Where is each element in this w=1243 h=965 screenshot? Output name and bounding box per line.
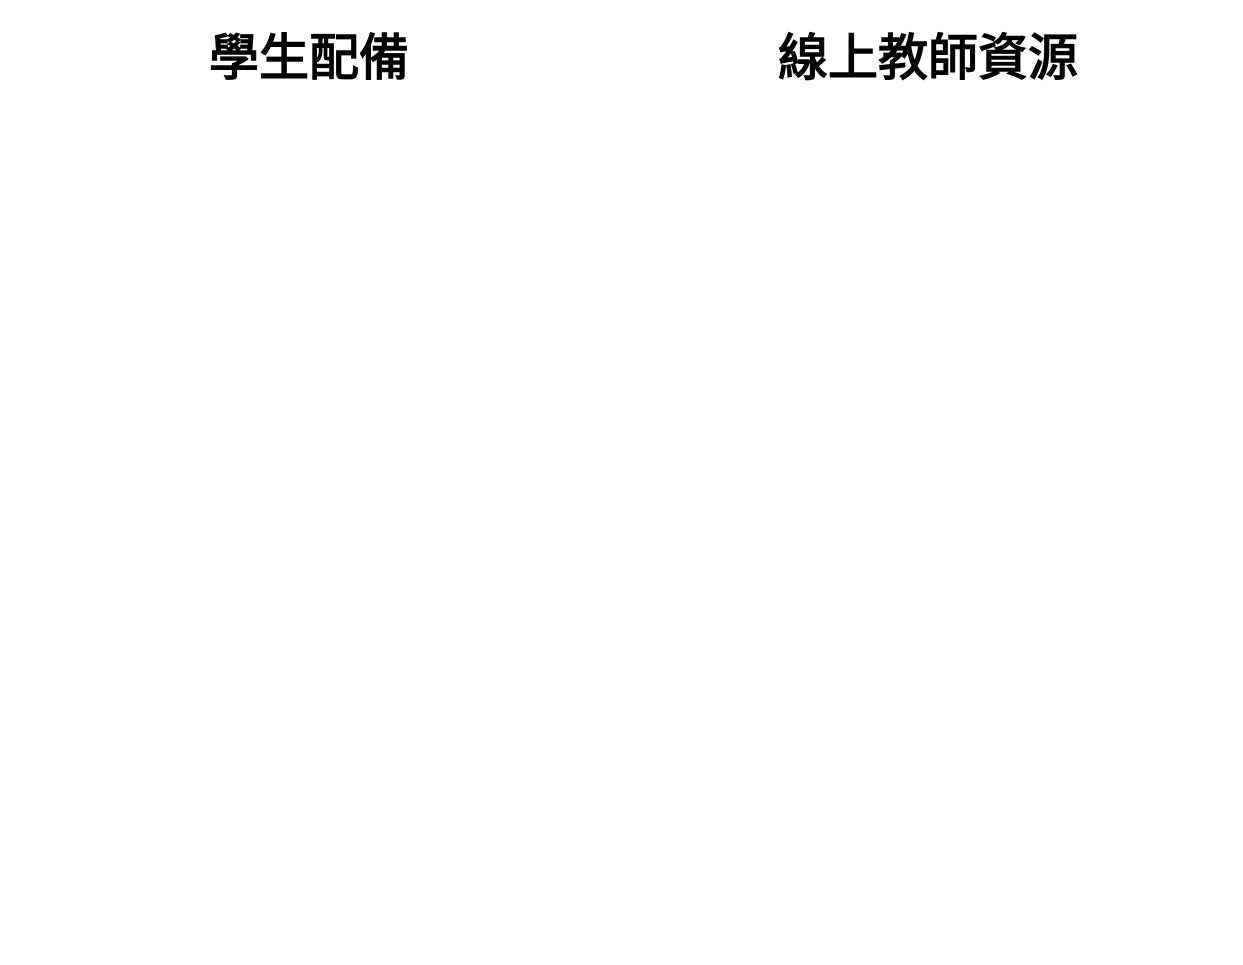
student-equipment-section: 學生配備 (0, 0, 620, 965)
student-equipment-heading: 學生配備 (209, 29, 409, 87)
online-teacher-resources-heading: 線上教師資源 (778, 29, 1078, 87)
online-teacher-resources-section: 線上教師資源 (620, 0, 1243, 965)
